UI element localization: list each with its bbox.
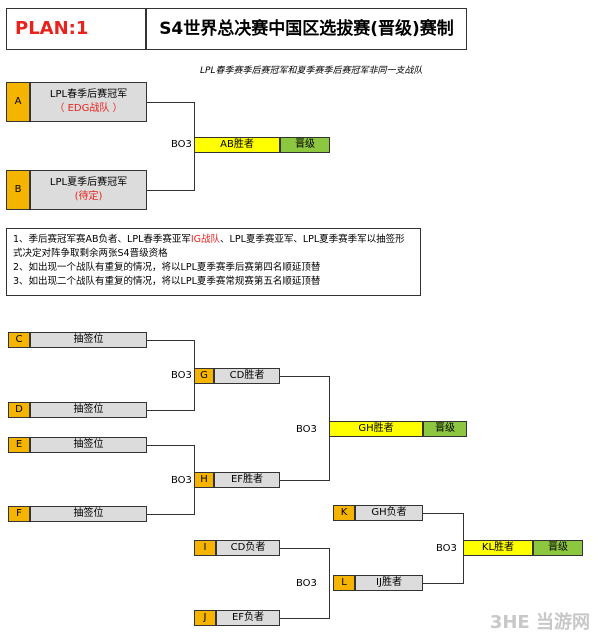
bo3-label-ab: BO3 — [171, 139, 192, 150]
kl-winner-box: KL胜者 — [463, 540, 533, 556]
connector — [147, 102, 195, 103]
note-3: 3、如出现二个战队有重复的情况，将以LPL夏季赛常规赛第五名顺延顶替 — [13, 276, 321, 287]
connector — [147, 410, 194, 411]
note-1-rest: 、LPL夏季赛亚军、LPL夏季赛季军以抽签形式决定对阵争取剩余两张S4晋级资格 — [13, 234, 405, 259]
seed-b-team: (待定) — [74, 191, 103, 202]
seed-a-box: LPL春季后赛冠军 （ EDG战队 ） — [30, 82, 147, 122]
seed-a-letter: A — [6, 82, 30, 122]
connector — [423, 583, 464, 584]
subtitle-note: LPL春季赛季后赛冠军和夏季赛季后赛冠军非同一支战队 — [200, 66, 423, 76]
ab-advance-box: 晋级 — [280, 137, 330, 153]
seed-b-box: LPL夏季后赛冠军 (待定) — [30, 170, 147, 210]
seed-h-box: EF胜者 — [214, 472, 280, 488]
plan-label: PLAN:1 — [6, 8, 146, 50]
seed-d-box: 抽签位 — [30, 402, 147, 418]
connector — [147, 340, 194, 341]
note-1-part: 1、季后赛冠军赛AB负者、LPL春季赛亚军 — [13, 234, 191, 245]
seed-k-box: GH负者 — [355, 505, 423, 521]
seed-i-box: CD负者 — [216, 540, 280, 556]
connector — [280, 548, 330, 549]
gh-advance-box: 晋级 — [423, 421, 467, 437]
connector — [280, 376, 330, 377]
seed-c-letter: C — [8, 332, 30, 348]
note-1-team: IG战队 — [190, 234, 221, 245]
seed-d-letter: D — [8, 402, 30, 418]
seed-l-letter: L — [333, 575, 355, 591]
page-title: S4世界总决赛中国区选拔赛(晋级)赛制 — [146, 8, 467, 50]
seed-j-box: EF负者 — [216, 610, 280, 626]
seed-b-letter: B — [6, 170, 30, 210]
bo3-label-ij: BO3 — [296, 578, 317, 589]
connector — [423, 513, 464, 514]
seed-k-letter: K — [333, 505, 355, 521]
seed-e-box: 抽签位 — [30, 437, 147, 453]
bo3-label-ef: BO3 — [171, 475, 192, 486]
connector — [280, 480, 330, 481]
bo3-label-gh: BO3 — [296, 424, 317, 435]
seed-g-box: CD胜者 — [214, 368, 280, 384]
note-1: 1、季后赛冠军赛AB负者、LPL春季赛亚军IG战队、LPL夏季赛亚军、LPL夏季… — [13, 233, 414, 261]
bo3-label-cd: BO3 — [171, 370, 192, 381]
seed-c-box: 抽签位 — [30, 332, 147, 348]
connector — [147, 445, 194, 446]
rules-notes: 1、季后赛冠军赛AB负者、LPL春季赛亚军IG战队、LPL夏季赛亚军、LPL夏季… — [6, 228, 421, 296]
seed-i-letter: I — [194, 540, 216, 556]
connector — [280, 618, 330, 619]
connector — [147, 190, 195, 191]
kl-advance-box: 晋级 — [533, 540, 583, 556]
seed-e-letter: E — [8, 437, 30, 453]
connector — [147, 514, 194, 515]
gh-winner-box: GH胜者 — [329, 421, 423, 437]
bo3-label-kl: BO3 — [436, 543, 457, 554]
seed-f-box: 抽签位 — [30, 506, 147, 522]
seed-f-letter: F — [8, 506, 30, 522]
seed-h-letter: H — [194, 472, 214, 488]
seed-a-line1: LPL春季后赛冠军 — [49, 89, 128, 100]
seed-j-letter: J — [194, 610, 216, 626]
seed-a-team: （ EDG战队 ） — [54, 103, 123, 114]
site-watermark: 3HE 当游网 — [489, 612, 590, 633]
note-2: 2、如出现一个战队有重复的情况，将以LPL夏季赛季后赛第四名顺延顶替 — [13, 262, 321, 273]
seed-g-letter: G — [194, 368, 214, 384]
ab-winner-box: AB胜者 — [194, 137, 280, 153]
seed-b-line1: LPL夏季后赛冠军 — [49, 177, 128, 188]
seed-l-box: IJ胜者 — [355, 575, 423, 591]
connector — [329, 548, 330, 619]
